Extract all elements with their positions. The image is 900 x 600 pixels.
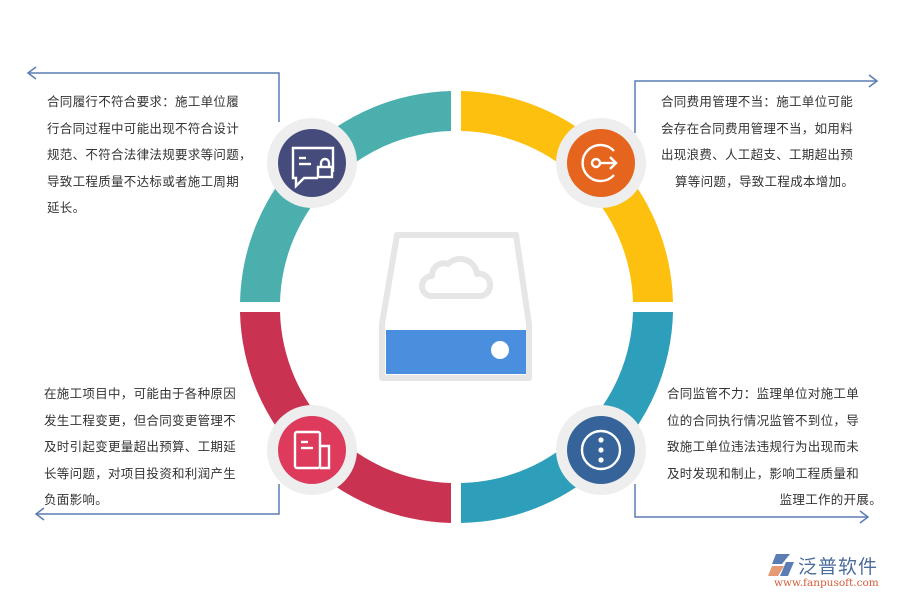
logo-mark-icon bbox=[768, 554, 794, 576]
text-line: 合同费用管理不当：施工单位可能 bbox=[661, 94, 854, 109]
text-line: 长等问题，对项目投资和利润产生 bbox=[44, 465, 237, 481]
connector-bottom-left bbox=[34, 484, 280, 521]
text-line: 在施工项目中，可能由于各种原因 bbox=[44, 386, 237, 401]
chat-lock-icon bbox=[267, 118, 357, 208]
text-top-left: 合同履行不符合要求：施工单位履 行合同过程中可能出现不符合设计 规范、不符合法律… bbox=[47, 89, 277, 222]
text-line: 合同监管不力：监理单位对施工单 bbox=[667, 386, 860, 401]
document-icon bbox=[267, 405, 357, 495]
text-line: 负面影响。 bbox=[44, 492, 109, 507]
text-line: 延长。 bbox=[47, 200, 86, 215]
more-options-icon bbox=[556, 405, 646, 495]
text-line: 及时引起变更量超出预算、工期延 bbox=[44, 439, 237, 454]
connector-bottom-right bbox=[634, 484, 870, 524]
text-line: 出现浪费、人工超支、工期超出预 bbox=[661, 147, 854, 162]
text-top-right: 合同费用管理不当：施工单位可能 会存在合同费用管理不当，如用料 出现浪费、人工超… bbox=[661, 89, 891, 195]
segment-top-right bbox=[461, 91, 673, 302]
text-line: 算等问题，导致工程成本增加。 bbox=[675, 173, 855, 189]
text-line: 会存在合同费用管理不当，如用料 bbox=[661, 120, 854, 136]
text-line: 发生工程变更，但合同变更管理不 bbox=[44, 412, 237, 428]
brand-logo: 泛普软件 www.fanpusoft.com bbox=[768, 552, 893, 592]
text-line: 致施工单位违法违规行为出现而未 bbox=[667, 439, 860, 454]
logo-name: 泛普软件 bbox=[798, 556, 879, 578]
text-bottom-left: 在施工项目中，可能由于各种原因 发生工程变更，但合同变更管理不 及时引起变更量超… bbox=[44, 381, 274, 514]
text-line: 规范、不符合法律法规要求等问题， bbox=[47, 147, 252, 162]
cloud-storage-drive-icon bbox=[379, 232, 532, 381]
text-line: 监理工作的开展。 bbox=[779, 492, 882, 507]
text-line: 导致工程质量不达标或者施工周期 bbox=[47, 173, 240, 189]
text-line: 及时发现和制止，影响工程质量和 bbox=[667, 465, 860, 481]
connector-top-left bbox=[26, 66, 280, 122]
text-bottom-right: 合同监管不力：监理单位对施工单 位的合同执行情况监管不到位，导 致施工单位违法违… bbox=[667, 381, 882, 514]
exit-arrow-icon bbox=[556, 118, 646, 208]
connector-top-right bbox=[634, 74, 879, 133]
logo-url: www.fanpusoft.com bbox=[774, 577, 879, 589]
text-line: 位的合同执行情况监管不到位，导 bbox=[667, 412, 860, 428]
text-line: 合同履行不符合要求：施工单位履 bbox=[47, 94, 240, 109]
text-line: 行合同过程中可能出现不符合设计 bbox=[47, 120, 240, 136]
